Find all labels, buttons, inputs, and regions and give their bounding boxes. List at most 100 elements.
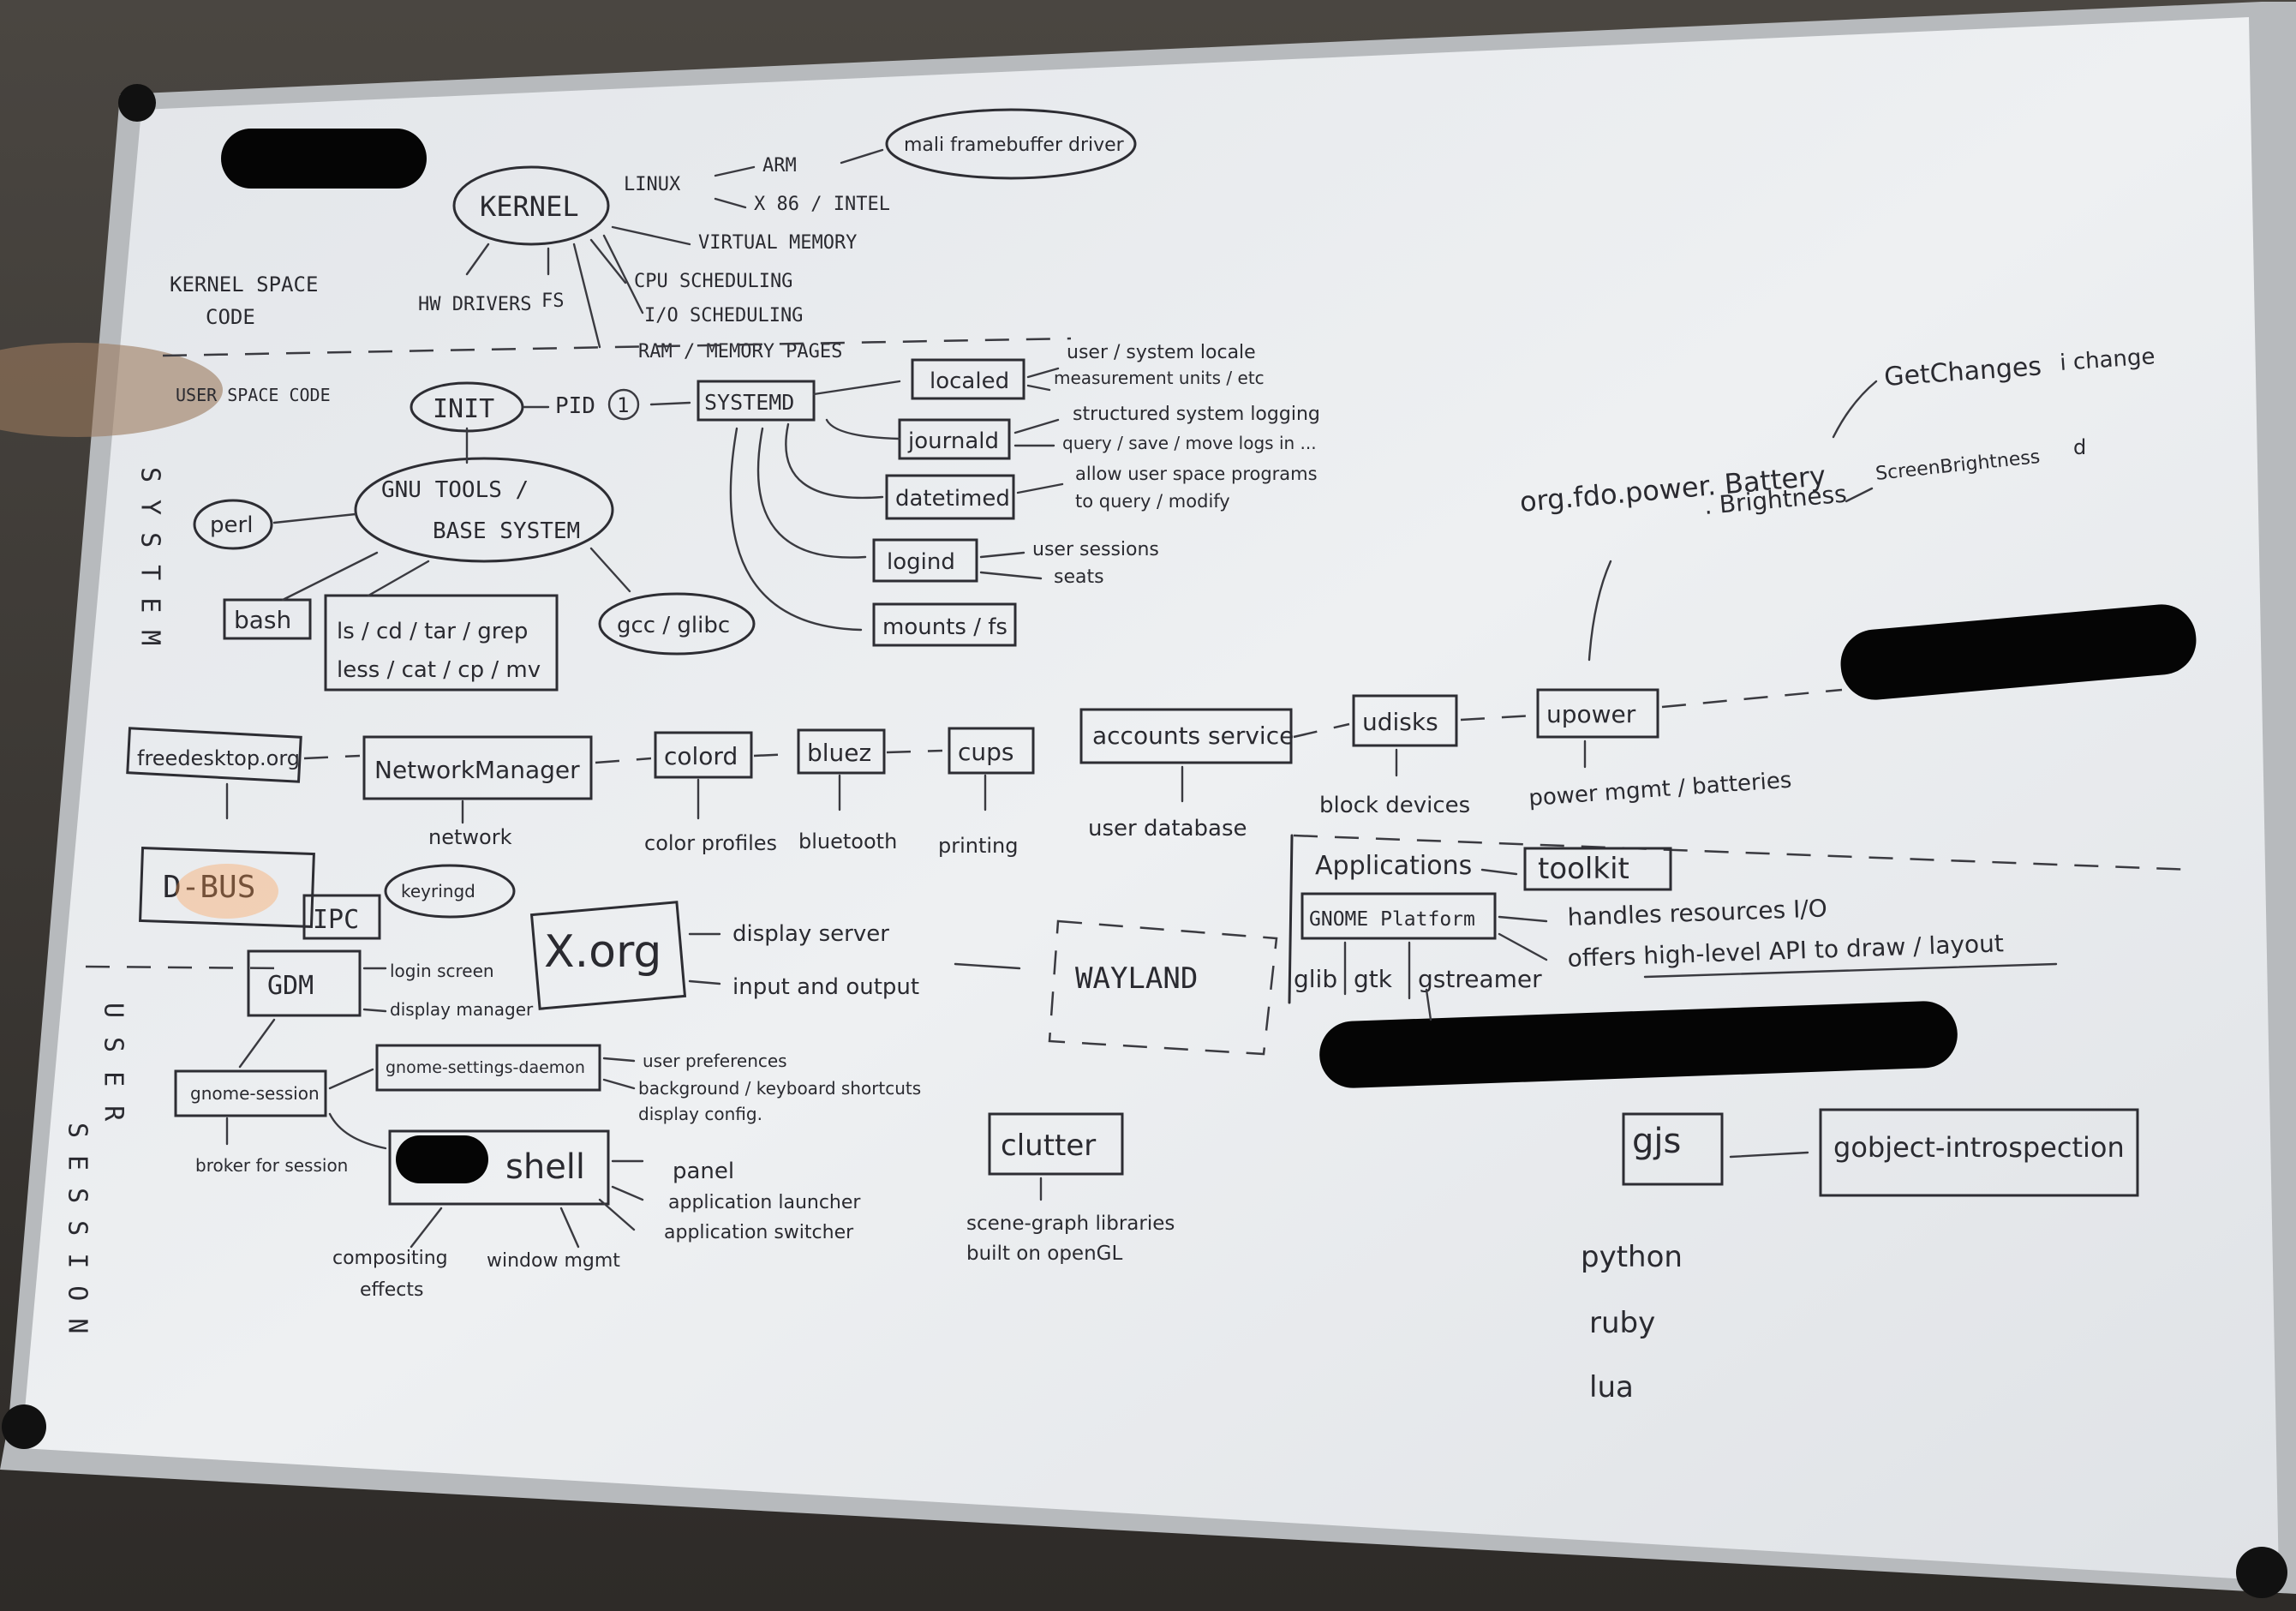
dbus-label: D-BUS	[163, 870, 255, 905]
settings-daemon-box	[375, 1044, 601, 1092]
frame-corner-top-left	[118, 84, 156, 122]
kernel-item: VIRTUAL MEMORY	[698, 232, 857, 254]
gnome-session-label: gnome-session	[190, 1083, 320, 1104]
perl-label: perl	[210, 512, 253, 538]
upower-label: upower	[1546, 700, 1636, 728]
gcc-label: gcc / glibc	[617, 613, 730, 638]
user-vertical-label: USER	[99, 1003, 129, 1140]
shell-item: application launcher	[668, 1192, 861, 1213]
session-connector	[225, 1057, 636, 1150]
mali-ellipse	[885, 108, 1137, 180]
clutter-label: clutter	[1001, 1129, 1096, 1163]
gdm-box	[247, 949, 362, 1017]
kernel-ellipse	[452, 165, 610, 246]
redaction-bar	[1840, 604, 2197, 700]
wayland-box	[1048, 919, 1278, 1056]
xorg-box	[529, 901, 687, 1010]
bash-label: bash	[234, 606, 291, 634]
compositing-desc: effects	[360, 1279, 423, 1301]
kernel-space-label: KERNEL SPACE	[170, 272, 318, 296]
kernel-space-label: CODE	[206, 305, 255, 329]
systemd-box	[697, 380, 816, 422]
gobject-box	[1819, 1108, 2139, 1197]
accounts-service-label: accounts service	[1092, 722, 1294, 750]
coreutils-box	[324, 594, 559, 692]
gnu-connector	[272, 427, 631, 602]
shell-item: panel	[673, 1159, 734, 1184]
upower-box	[1536, 688, 1659, 739]
gdm-label: GDM	[267, 971, 314, 1001]
mounts-box	[872, 602, 1017, 647]
ipc-box	[302, 894, 381, 940]
pid-circle	[607, 388, 640, 421]
gnome-session-box	[174, 1069, 327, 1117]
freedesktop-label: freedesktop.org	[137, 746, 300, 770]
xorg-label: X.org	[544, 926, 661, 978]
datetimed-label: datetimed	[895, 486, 1010, 512]
arm-label: ARM	[762, 155, 797, 177]
journald-desc: query / save / move logs in ...	[1062, 433, 1317, 453]
lang-item: python	[1581, 1240, 1683, 1274]
frame-corner-bottom-left	[2, 1404, 46, 1449]
cups-box	[948, 727, 1035, 775]
redaction-bar	[396, 1135, 488, 1183]
svg-text:SYSTEM: SYSTEM	[135, 467, 165, 662]
gnu-tools-label: GNU TOOLS /	[381, 477, 529, 503]
gdm-connector	[238, 967, 387, 1069]
shell-box	[388, 1129, 610, 1206]
xorg-arrow	[688, 932, 1021, 985]
journald-desc: structured system logging	[1073, 404, 1320, 425]
hw-drivers-label: HW DRIVERS	[418, 294, 531, 315]
fs-label: FS	[541, 290, 565, 312]
logind-box	[872, 538, 978, 583]
gobject-label: gobject-introspection	[1833, 1131, 2125, 1164]
d-label: d	[2073, 435, 2086, 459]
colord-box	[654, 731, 753, 779]
lang-item: lua	[1589, 1370, 1634, 1404]
datetimed-desc: allow user space programs	[1075, 464, 1318, 484]
bluetooth-desc: bluetooth	[798, 829, 897, 853]
redaction-bar	[221, 129, 427, 189]
gjs-box	[1622, 1112, 1724, 1186]
gjs-arrow	[1729, 1151, 1809, 1159]
system-vertical-label: SYSTEM	[135, 467, 165, 662]
gnu-tools-label: BASE SYSTEM	[433, 518, 580, 544]
platform-box	[1300, 892, 1497, 940]
pid-label: PID	[555, 393, 595, 419]
bluez-label: bluez	[807, 739, 871, 767]
block-devices-desc: block devices	[1319, 793, 1470, 818]
cups-label: cups	[958, 738, 1014, 766]
platform-label: GNOME Platform	[1309, 908, 1475, 931]
datetimed-box	[885, 474, 1015, 520]
kernel-title: KERNEL	[480, 190, 579, 223]
datetimed-desc: to query / modify	[1075, 491, 1230, 512]
kernel-item: CPU SCHEDULING	[634, 271, 792, 292]
network-manager-box	[362, 735, 593, 800]
gtk-label: gtk	[1354, 965, 1393, 993]
systemd-branch	[729, 367, 1064, 632]
display-manager-desc: display manager	[390, 999, 534, 1020]
mali-label: mali framebuffer driver	[904, 135, 1125, 156]
udisks-label: udisks	[1362, 708, 1438, 736]
service-divider	[303, 688, 1843, 764]
api-connector	[1587, 380, 1878, 662]
localed-desc: measurement units / etc	[1054, 368, 1265, 388]
kernel-item: I/O SCHEDULING	[644, 305, 803, 326]
platform-children	[1343, 941, 1432, 1021]
network-desc: network	[428, 825, 512, 849]
apps-arrow	[1480, 868, 1518, 876]
applications-label: Applications	[1315, 851, 1472, 881]
systemd-label: SYSTEMD	[704, 390, 794, 415]
session-vertical-label: SESSION	[63, 1123, 93, 1350]
clutter-desc: scene-graph libraries	[966, 1213, 1175, 1235]
login-screen-desc: login screen	[390, 961, 494, 981]
perl-ellipse	[193, 499, 273, 550]
localed-box	[911, 358, 1025, 400]
colord-label: colord	[664, 742, 738, 770]
glib-label: glib	[1294, 965, 1337, 993]
coreutils-line: ls / cd / tar / grep	[337, 619, 528, 644]
pid-number: 1	[617, 393, 629, 417]
gstreamer-label: gstreamer	[1418, 965, 1542, 993]
shell-item: application switcher	[664, 1222, 854, 1243]
